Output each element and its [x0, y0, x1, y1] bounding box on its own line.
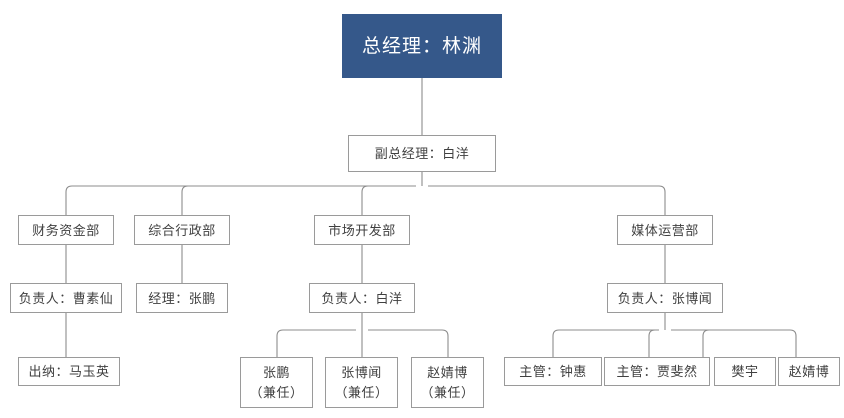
node-market-member-2-label: 张博闻 （兼任）: [334, 364, 389, 400]
node-dept-finance[interactable]: 财务资金部: [18, 215, 114, 245]
node-media-member-4[interactable]: 赵婧博: [778, 357, 840, 386]
node-dept-media[interactable]: 媒体运营部: [617, 215, 713, 245]
node-finance-cashier[interactable]: 出纳：马玉英: [18, 357, 120, 386]
node-market-member-1[interactable]: 张鹏 （兼任）: [240, 357, 313, 408]
node-market-head[interactable]: 负责人：白洋: [309, 283, 415, 313]
node-general-manager-label: 总经理：林渊: [361, 35, 482, 57]
node-finance-cashier-label: 出纳：马玉英: [28, 364, 110, 379]
node-market-head-label: 负责人：白洋: [321, 290, 403, 306]
node-media-member-3-label: 樊宇: [731, 364, 759, 379]
node-media-member-3[interactable]: 樊宇: [714, 357, 776, 386]
node-market-member-3[interactable]: 赵婧博 （兼任）: [411, 357, 484, 408]
node-media-member-4-label: 赵婧博: [788, 364, 830, 379]
node-dept-market-label: 市场开发部: [328, 222, 396, 238]
node-general-manager[interactable]: 总经理：林渊: [342, 14, 502, 78]
node-dept-media-label: 媒体运营部: [631, 222, 699, 238]
node-market-member-3-label: 赵婧博 （兼任）: [420, 364, 475, 400]
node-dept-market[interactable]: 市场开发部: [314, 215, 410, 245]
node-finance-head[interactable]: 负责人：曹素仙: [10, 283, 122, 313]
node-media-head[interactable]: 负责人：张博闻: [607, 283, 723, 313]
node-dept-admin[interactable]: 综合行政部: [134, 215, 230, 245]
node-media-head-label: 负责人：张博闻: [617, 290, 713, 306]
node-deputy-general-manager[interactable]: 副总经理：白洋: [348, 135, 496, 172]
node-admin-manager[interactable]: 经理：张鹏: [136, 283, 228, 313]
node-media-member-2-label: 主管：贾斐然: [616, 364, 698, 379]
node-deputy-general-manager-label: 副总经理：白洋: [374, 146, 470, 161]
node-dept-admin-label: 综合行政部: [148, 222, 216, 238]
node-media-member-1[interactable]: 主管：钟惠: [504, 357, 602, 386]
node-media-member-1-label: 主管：钟惠: [519, 364, 587, 379]
node-market-member-2[interactable]: 张博闻 （兼任）: [325, 357, 398, 408]
node-finance-head-label: 负责人：曹素仙: [18, 290, 114, 306]
node-media-member-2[interactable]: 主管：贾斐然: [604, 357, 710, 386]
node-dept-finance-label: 财务资金部: [32, 222, 100, 238]
node-market-member-1-label: 张鹏 （兼任）: [249, 364, 304, 400]
node-admin-manager-label: 经理：张鹏: [148, 290, 216, 306]
